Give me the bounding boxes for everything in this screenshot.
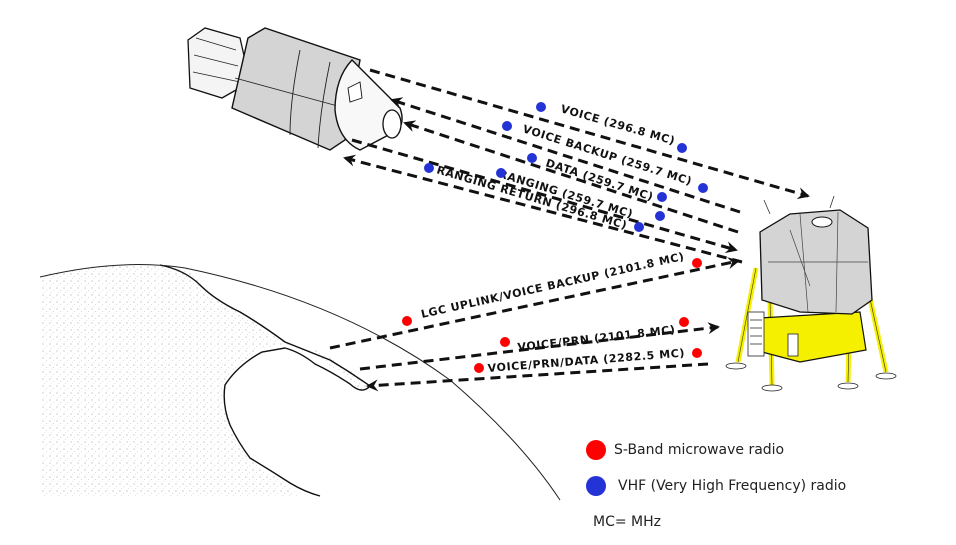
s-band-band-dot	[692, 258, 702, 268]
s-band-band-dot	[692, 348, 702, 358]
s-band-link-line	[366, 362, 709, 392]
s-band-band-dot	[679, 317, 689, 327]
vhf-band-dot	[496, 168, 506, 178]
vhf-link-line	[343, 154, 743, 264]
s-band-link-label: LGC UPLINK/VOICE BACKUP (2101.8 MC)	[420, 250, 686, 321]
legend-label-s-band: S-Band microwave radio	[614, 442, 785, 458]
csm-docking-probe	[382, 109, 402, 139]
s-band-link-line	[329, 257, 740, 350]
legend-item-vhf: VHF (Very High Frequency) radio	[586, 476, 846, 496]
vhf-band-dot	[698, 183, 708, 193]
vhf-band-dot	[424, 163, 434, 173]
vhf-link-line	[403, 120, 739, 234]
legend-label-vhf: VHF (Very High Frequency) radio	[618, 478, 847, 494]
command-service-module	[187, 27, 403, 151]
s-band-band-dot	[500, 337, 510, 347]
units-note: MC= MHz	[593, 514, 661, 530]
earth-coastline	[159, 264, 372, 497]
legend-note: MC= MHz	[593, 514, 661, 530]
earth-horizon	[39, 264, 561, 501]
vhf-band-dot	[502, 121, 512, 131]
vhf-band-dot	[527, 153, 537, 163]
earth-drawing	[39, 264, 561, 501]
earth-land	[40, 264, 370, 496]
vhf-link-line	[369, 68, 810, 200]
legend-dot-vhf	[586, 476, 606, 496]
vhf-band-dot	[657, 192, 667, 202]
vhf-band-dot	[536, 102, 546, 112]
lunar-module	[725, 195, 897, 392]
vhf-band-dot	[634, 222, 644, 232]
vhf-link-line	[351, 138, 738, 254]
legend-dot-s-band	[586, 440, 606, 460]
vhf-link-line	[390, 97, 741, 214]
s-band-band-dot	[474, 363, 484, 373]
vhf-band-dot	[655, 211, 665, 221]
legend-item-s-band: S-Band microwave radio	[586, 440, 784, 460]
vhf-band-dot	[677, 143, 687, 153]
s-band-band-dot	[402, 316, 412, 326]
s-band-link-line	[359, 322, 720, 371]
csm-service-module	[231, 27, 361, 151]
